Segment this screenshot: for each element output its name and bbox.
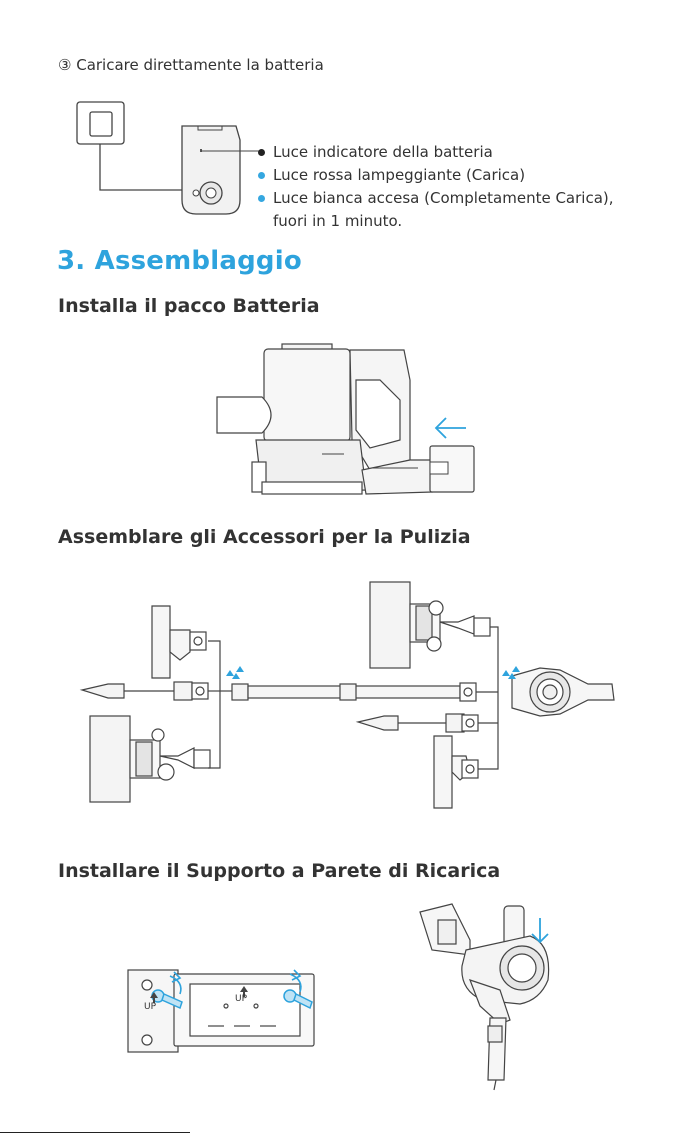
up-label-center: UP [235, 994, 247, 1004]
up-label-left: UP [144, 1002, 156, 1012]
vacuum-hose [494, 1080, 496, 1090]
footer-divider [0, 1132, 190, 1133]
